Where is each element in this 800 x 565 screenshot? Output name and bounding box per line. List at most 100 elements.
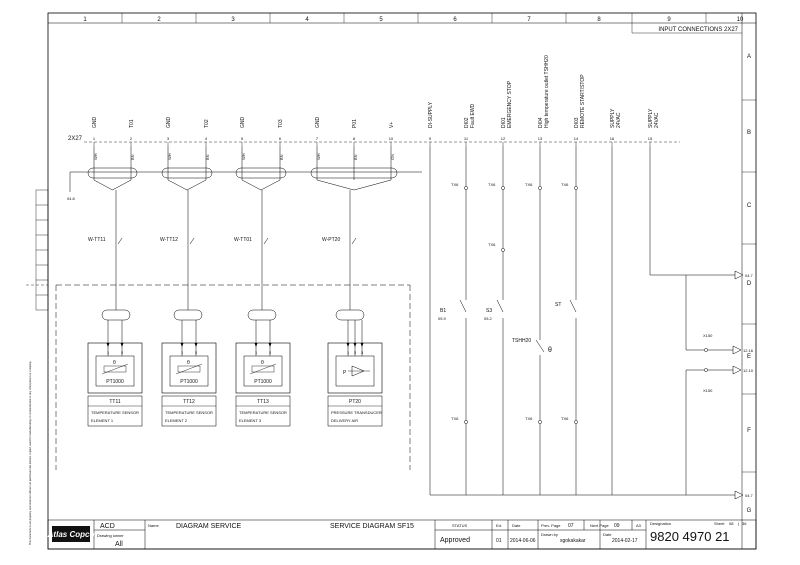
- column-number: 2: [157, 17, 161, 23]
- column-number: 5: [379, 17, 383, 23]
- cable-shield-bottom: [101, 309, 131, 321]
- terminal-number: 10: [389, 136, 394, 141]
- sensor-desc1: TEMPERATURE SENSOR: [165, 410, 213, 415]
- sensor-desc1: PRESSURE TRANSDUCER: [331, 410, 382, 415]
- terminal: 5 GND: [240, 117, 246, 146]
- pin-number: 3: [361, 350, 364, 355]
- sheet-title: INPUT CONNECTIONS 2X27: [658, 27, 738, 33]
- terminal-number: 5: [241, 136, 244, 141]
- wire-color-label: WH: [241, 153, 246, 160]
- column-number: 1: [83, 17, 87, 23]
- xref-arrow-top[interactable]: [734, 270, 744, 280]
- drawing-name: DIAGRAM SERVICE: [176, 523, 242, 530]
- terminal-number: 7: [316, 136, 319, 141]
- pin-number: 1: [347, 350, 350, 355]
- column-number: 4: [305, 17, 309, 23]
- row-letter: A: [747, 54, 751, 60]
- theta-symbol: θ: [113, 360, 116, 366]
- prev-page[interactable]: 07: [568, 523, 574, 529]
- x150-label-bottom: X150: [703, 388, 713, 393]
- switch-st-label: ST: [555, 302, 561, 308]
- sensor-desc2: ELEMENT 2: [165, 418, 188, 423]
- status-label: STATUS: [452, 523, 468, 528]
- sensor-desc1: TEMPERATURE SENSOR: [91, 410, 139, 415]
- cable-label: W-TT11: [88, 237, 106, 243]
- xref-arrow-x2[interactable]: [732, 365, 742, 375]
- terminal-number: 9: [429, 136, 432, 141]
- connector-tx6-label: TX6: [525, 416, 533, 421]
- row-letter: C: [747, 203, 752, 209]
- sheet-label: Sheet: [714, 521, 725, 526]
- pin-number: 2: [269, 350, 272, 355]
- connector-tx6-label: TX6: [561, 182, 569, 187]
- terminal-label: SUPPLY: [648, 108, 654, 128]
- terminal-number: 1: [93, 136, 96, 141]
- sensor-tag: TT13: [257, 399, 269, 405]
- terminal-label: T03: [278, 119, 284, 128]
- terminal-number: 6: [279, 136, 282, 141]
- wire-color-label: BN: [279, 154, 284, 160]
- row-letter: F: [747, 428, 751, 434]
- terminal-number: 15: [648, 136, 653, 141]
- terminal: 9 DI-SUPPLY: [428, 101, 434, 146]
- terminal-number: 13: [538, 136, 543, 141]
- sensor-type: PT1000: [106, 379, 124, 385]
- drawing-title: SERVICE DIAGRAM SF15: [330, 523, 414, 530]
- wire-color-label: WH: [316, 153, 321, 160]
- wire-color-label: BN: [130, 154, 135, 160]
- status-value: Approved: [440, 537, 470, 544]
- sensor-type: PT1000: [180, 379, 198, 385]
- xref-arrow-x1[interactable]: [732, 345, 742, 355]
- terminal: 1 GND: [92, 117, 98, 146]
- drawn-label: Drawn by: [541, 532, 558, 537]
- sensor-desc1: TEMPERATURE SENSOR: [239, 410, 287, 415]
- terminal-label: DI04: [538, 117, 544, 128]
- ed-label: Ed.: [496, 523, 502, 528]
- terminal-label: GND: [92, 117, 98, 129]
- x150-label-top: X150: [703, 333, 713, 338]
- theta-symbol: θ: [261, 360, 264, 366]
- ed-value: 01: [496, 538, 502, 544]
- column-number: 8: [597, 17, 601, 23]
- column-number: 9: [667, 17, 671, 23]
- connector-tx6-label: TX6: [525, 182, 533, 187]
- connector-tx6-label: TX6: [488, 182, 496, 187]
- drawn-by: sgokakakar: [560, 538, 586, 544]
- terminal-number: 3: [167, 136, 170, 141]
- connector-dots: [464, 186, 708, 424]
- date-value: 2014-06-06: [510, 538, 536, 544]
- cable-shield-bottom: [335, 309, 365, 321]
- terminal-label: 24VAC: [654, 112, 660, 128]
- sheet-number: 08: [729, 521, 734, 526]
- pin-number: 1: [107, 350, 110, 355]
- cable-shield-top: [235, 167, 287, 179]
- cable-shield-top: [161, 167, 213, 179]
- terminal-label: SUPPLY: [610, 108, 616, 128]
- connector-tx6-label: TX6: [451, 416, 459, 421]
- xref-x2: 12.10: [743, 368, 754, 373]
- prev-page-label: Prev. Page: [541, 523, 561, 528]
- sheet-count: 36: [742, 521, 747, 526]
- terminal: 6 T03: [278, 119, 284, 146]
- terminal-label: EMERGENCY STOP: [507, 80, 513, 128]
- terminal-label: DI-SUPPLY: [428, 101, 434, 128]
- sensor-desc2: DELIVERY AIR: [331, 418, 358, 423]
- title-block: [47, 519, 757, 550]
- row-letter: G: [747, 508, 752, 514]
- row-letter: E: [747, 354, 751, 360]
- next-page[interactable]: 09: [614, 523, 620, 529]
- connector-tx6-label: TX6: [451, 182, 459, 187]
- xref-arrow-bottom[interactable]: [734, 490, 744, 500]
- terminal-label: GND: [240, 117, 246, 129]
- owner: All: [115, 541, 123, 548]
